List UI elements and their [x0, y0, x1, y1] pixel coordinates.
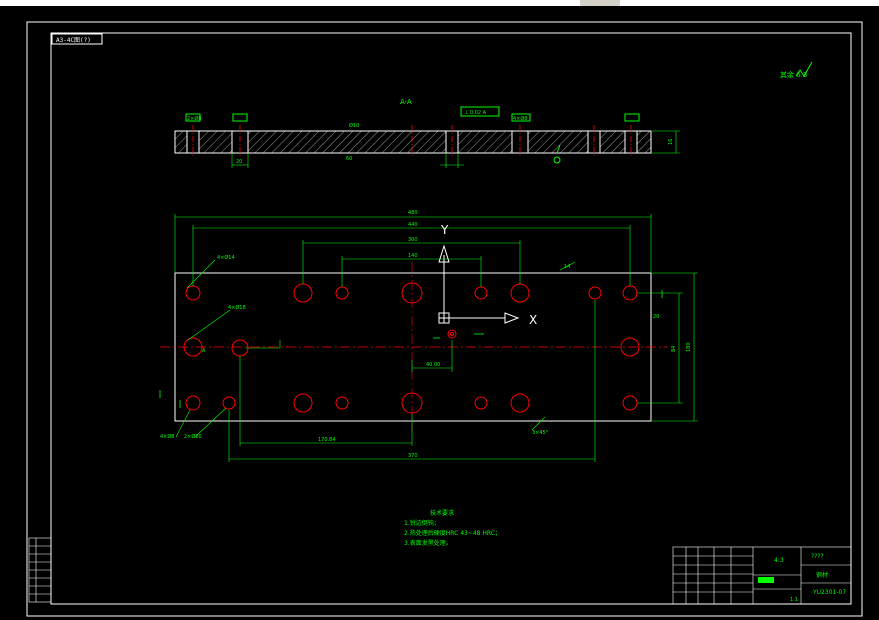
section-callout-mid: Ø10: [349, 122, 359, 129]
dim-bottom-1: 170.84: [318, 437, 336, 443]
section-title: A-A: [400, 98, 412, 106]
section-thickness: 16: [668, 139, 674, 145]
hole-note-bottom-left-2: 2×Ø20: [184, 433, 202, 440]
surface-finish-note: 其余 6.3: [780, 70, 807, 79]
title-drawing-no: YU2301-07: [812, 589, 846, 596]
tech-req-title: 技术要求: [430, 509, 454, 517]
hole-note-mid-left: 4×Ø18: [228, 304, 246, 311]
drawing-code-text: A3-4C图(?): [56, 37, 91, 44]
angle-note: 3×45°: [532, 430, 549, 436]
window-top-strip: [0, 0, 879, 6]
dim-height-inner: 84: [671, 346, 677, 352]
dim-right-small: 20: [653, 314, 659, 320]
title-material: 钢材: [816, 571, 828, 579]
dim-height-right: 180: [686, 342, 692, 352]
section-dim-b: 60: [346, 156, 352, 162]
inner-frame: [50, 32, 852, 605]
section-mark-a: A: [202, 348, 206, 354]
dimension-lines: [174, 214, 698, 462]
dim-span-440: 440: [408, 222, 418, 228]
section-datum-box: ⊥ 0.02 A: [464, 110, 487, 116]
title-block: 4:3 ???? 钢材 YU2301-07 1:1: [672, 546, 852, 605]
dim-overall-length: 480: [408, 210, 418, 216]
dim-bottom-2: 370: [408, 453, 418, 459]
title-sheet: 1:1: [790, 597, 798, 603]
dim-span-140: 140: [408, 253, 418, 259]
ucs-y-label: Y: [440, 223, 449, 237]
tech-req-item-2: 2.热处理后硬度HRC 43~48 HRC；: [404, 529, 501, 537]
ucs-x-label: X: [529, 313, 537, 327]
hole-note-bottom-left: 4×Ø8: [160, 433, 175, 440]
tech-req-item-1: 1.锐边倒钝；: [404, 519, 440, 527]
dim-center: 40.00: [426, 362, 440, 368]
outer-frame: [26, 21, 863, 617]
tech-req-item-3: 3.表面发黑处理。: [404, 539, 452, 547]
title-scale: 4:3: [774, 557, 784, 564]
plan-view: 480 440 300 140 4×Ø14 4×Ø18 4×Ø8 2×Ø20 1…: [159, 210, 698, 462]
dim-span-300: 300: [408, 237, 418, 243]
surface-finish-symbol: 其余 6.3: [780, 61, 813, 79]
hole-note-top-left: 4×Ø14: [217, 254, 235, 261]
section-callout-right: 4×Ø8: [513, 115, 528, 122]
hole-pattern: [183, 282, 640, 414]
title-part-name: ????: [811, 553, 824, 560]
cad-drawing-canvas[interactable]: A3-4C图(?) 其余 6.3 A-A: [0, 6, 879, 620]
section-callout-left: 2×Ø8: [187, 115, 202, 122]
window-tab: [580, 0, 620, 6]
ucs-icon: [438, 244, 520, 324]
technical-requirements: 技术要求 1.锐边倒钝； 2.热处理后硬度HRC 43~48 HRC； 3.表面…: [404, 509, 501, 547]
section-dim-a: 20: [236, 159, 242, 165]
slot-label: 14: [564, 264, 570, 270]
left-side-table: [28, 537, 52, 603]
section-view: 2×Ø8 Ø10 ⊥ 0.02 A 4×Ø8 16 20 60: [174, 106, 680, 168]
drawing-code-box: A3-4C图(?): [51, 33, 103, 45]
section-cut-marks: [159, 290, 663, 408]
